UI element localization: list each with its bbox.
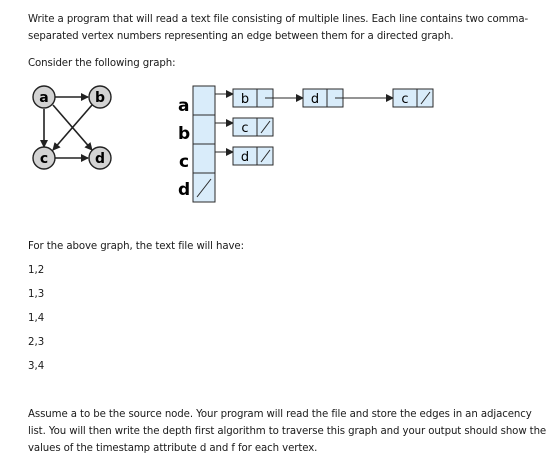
row-a-node-2: d (311, 92, 319, 107)
row-c-node-1: d (241, 150, 249, 165)
head-array (192, 85, 216, 203)
node-b: b (88, 85, 112, 109)
row-a: b d c (215, 88, 434, 108)
head-label-d: d (178, 180, 190, 200)
node-d: d (88, 146, 112, 170)
node-d-label: d (95, 151, 105, 167)
head-label-a: a (178, 96, 189, 116)
row-a-node-3: c (401, 92, 408, 107)
edge-entry: 1,4 (28, 313, 45, 324)
file-intro-line: For the above graph, the text file will … (28, 241, 244, 252)
row-a-node-1: b (241, 92, 249, 107)
adjacency-list: a b c d b d c (178, 85, 434, 203)
edge-entry: 2,3 (28, 337, 45, 348)
row-b-node-1: c (241, 121, 248, 136)
node-c: c (32, 146, 56, 170)
edge-entry: 1,2 (28, 265, 45, 276)
edge-entry: 1,3 (28, 289, 45, 300)
head-label-c: c (179, 152, 189, 172)
node-a-label: a (39, 90, 48, 106)
consider-line: Consider the following graph: (28, 58, 176, 69)
row-c: d (215, 146, 274, 166)
intro-paragraph: Write a program that will read a text fi… (28, 14, 529, 42)
directed-graph: a b c d (32, 85, 112, 170)
node-b-label: b (95, 90, 105, 106)
node-a: a (32, 85, 56, 109)
row-b: c (215, 117, 274, 137)
closing-paragraph: Assume a to be the source node. Your pro… (28, 409, 547, 454)
edge-b-c (52, 104, 93, 151)
edge-entry: 3,4 (28, 361, 45, 372)
node-c-label: c (40, 151, 48, 167)
head-label-b: b (178, 124, 190, 144)
